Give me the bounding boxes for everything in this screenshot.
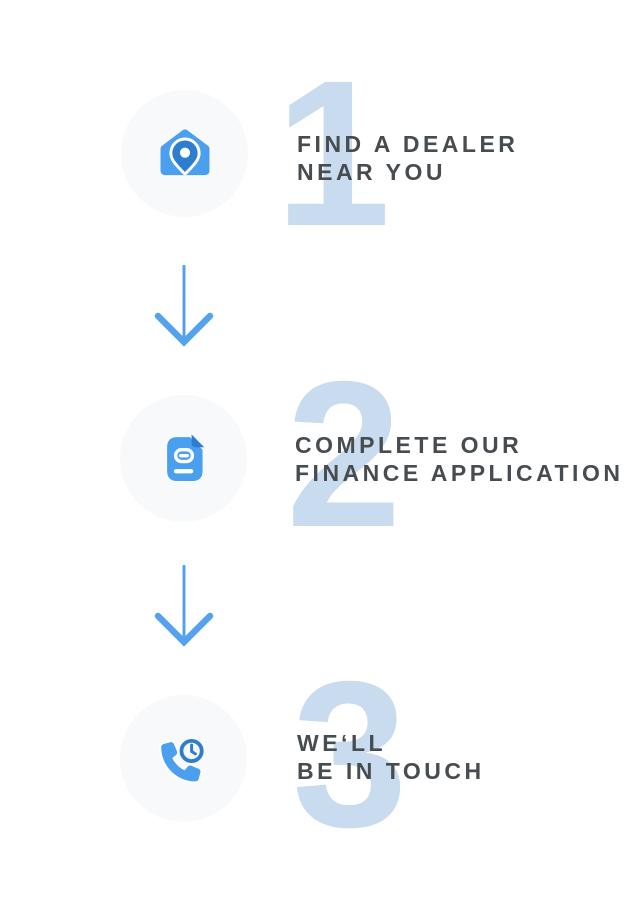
arrow-down-icon [154,565,214,647]
arrow-down-icon [154,265,214,347]
step-title-line2: FINANCE APPLICATION [295,460,624,486]
step-title-line2: NEAR YOU [297,159,446,185]
phone-clock-icon [158,738,204,784]
finance-application-document-icon [166,434,204,481]
step-number: 3 [292,639,408,871]
step-icon-circle [120,395,247,522]
step-title-line2: BE IN TOUCH [297,758,485,784]
dealer-location-icon [160,129,209,175]
step-number: 1 [275,38,391,270]
step-title-line1: FIND A DEALER [297,131,519,157]
step-icon-circle [120,695,247,822]
step-title-line1: COMPLETE OUR [295,432,523,458]
step-icon-circle [121,90,248,217]
step-title-line1: WE‘LL [297,730,387,756]
step-number: 2 [286,339,402,571]
